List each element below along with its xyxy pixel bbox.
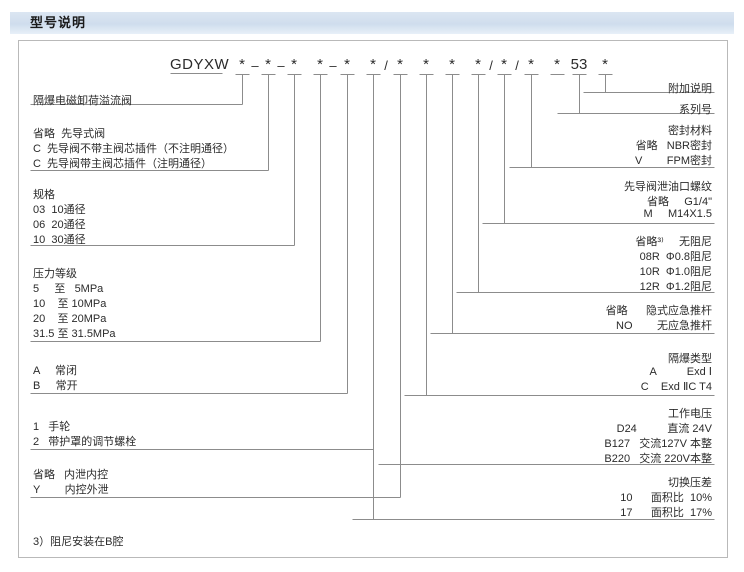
right-legend-line: 系列号 <box>679 104 712 116</box>
right-legend-line: NO 无应急推杆 <box>616 320 712 332</box>
code-separator: – <box>329 58 337 73</box>
right-legend-line: 10 面积比 10% <box>620 492 712 504</box>
code-token: * <box>449 56 455 73</box>
left-legend-line: 2 带护罩的调节螺栓 <box>33 436 137 448</box>
left-legend-line: 5 至 5MPa <box>33 283 104 295</box>
right-legend-line: A Exd Ⅰ <box>649 366 712 378</box>
right-legend-line: 省略 NBR密封 <box>635 140 712 152</box>
code-token: * <box>475 56 481 73</box>
left-legend-line: 省略 内泄内控 <box>33 469 109 481</box>
right-legend-line: V FPM密封 <box>634 155 712 167</box>
right-legend-line: B220 交流 220V本整 <box>604 453 712 465</box>
left-legend-line: 10 30通径 <box>33 234 86 246</box>
code-separator: / <box>515 58 519 73</box>
right-legend-line: C Exd ⅡC T4 <box>640 381 712 393</box>
left-legend-line: 06 20通径 <box>33 219 86 231</box>
right-legend-line: 先导阀泄油口螺纹 <box>624 181 712 193</box>
code-separator: / <box>489 58 493 73</box>
left-legend-line: Y 内控外泄 <box>33 484 109 496</box>
code-token: * <box>423 56 429 73</box>
right-legend-line: 工作电压 <box>668 408 712 420</box>
code-token: * <box>602 56 608 73</box>
left-legend-line: 10 至 10MPa <box>33 298 107 310</box>
code-separator: / <box>384 58 388 73</box>
left-legend-line: C 先导阀不带主阀芯插件（不注明通径） <box>33 143 235 155</box>
code-token: * <box>397 56 403 73</box>
right-legend-line: 12R Φ1.2阻尼 <box>639 281 712 293</box>
right-legend-line: 附加说明 <box>668 83 712 95</box>
right-legend-line: 08R Φ0.8阻尼 <box>639 251 712 263</box>
right-legend-line: 省略 G1/4" <box>646 196 712 208</box>
code-token: * <box>528 56 534 73</box>
code-token: * <box>344 56 350 73</box>
footnote: 3）阻尼安装在B腔 <box>33 536 124 548</box>
left-legend-line: 省略 先导式阀 <box>33 128 106 140</box>
left-legend-line: 隔爆电磁卸荷溢流阀 <box>33 95 132 107</box>
right-legend-line: 切换压差 <box>668 477 712 489</box>
right-legend-line: 隔爆类型 <box>668 353 712 365</box>
code-separator: – <box>251 58 259 73</box>
left-legend-line: B 常开 <box>33 380 78 392</box>
code-token: * <box>291 56 297 73</box>
code-token: * <box>239 56 245 73</box>
code-token: * <box>265 56 271 73</box>
code-token: * <box>501 56 507 73</box>
right-legend-line: 省略³⁾ 无阻尼 <box>635 236 712 248</box>
code-token: * <box>370 56 376 73</box>
left-legend-line: 1 手轮 <box>33 421 71 433</box>
right-legend-line: 10R Φ1.0阻尼 <box>639 266 712 278</box>
code-token: 53 <box>570 56 588 73</box>
right-legend-line: B127 交流127V 本整 <box>604 438 712 450</box>
left-legend-line: 规格 <box>33 189 55 201</box>
right-legend-line: M M14X1.5 <box>643 208 712 220</box>
left-legend-line: C 先导阀带主阀芯插件（注明通径） <box>33 158 213 170</box>
left-legend-line: 压力等级 <box>33 268 77 280</box>
page-title: 型号说明 <box>30 15 87 30</box>
left-legend-line: 31.5 至 31.5MPa <box>33 328 116 340</box>
left-legend-line: A 常闭 <box>33 365 78 377</box>
code-token: * <box>554 56 560 73</box>
section-header-band <box>10 12 734 34</box>
code-separator: – <box>277 58 285 73</box>
model-code-prefix: GDYXW <box>170 56 230 73</box>
right-legend-line: 省略 隐式应急推杆 <box>605 305 712 317</box>
code-token: * <box>317 56 323 73</box>
left-legend-line: 20 至 20MPa <box>33 313 107 325</box>
left-legend-line: 03 10通径 <box>33 204 86 216</box>
right-legend-line: D24 直流 24V <box>616 423 712 435</box>
right-legend-line: 密封材料 <box>668 125 712 137</box>
right-legend-line: 17 面积比 17% <box>620 507 712 519</box>
